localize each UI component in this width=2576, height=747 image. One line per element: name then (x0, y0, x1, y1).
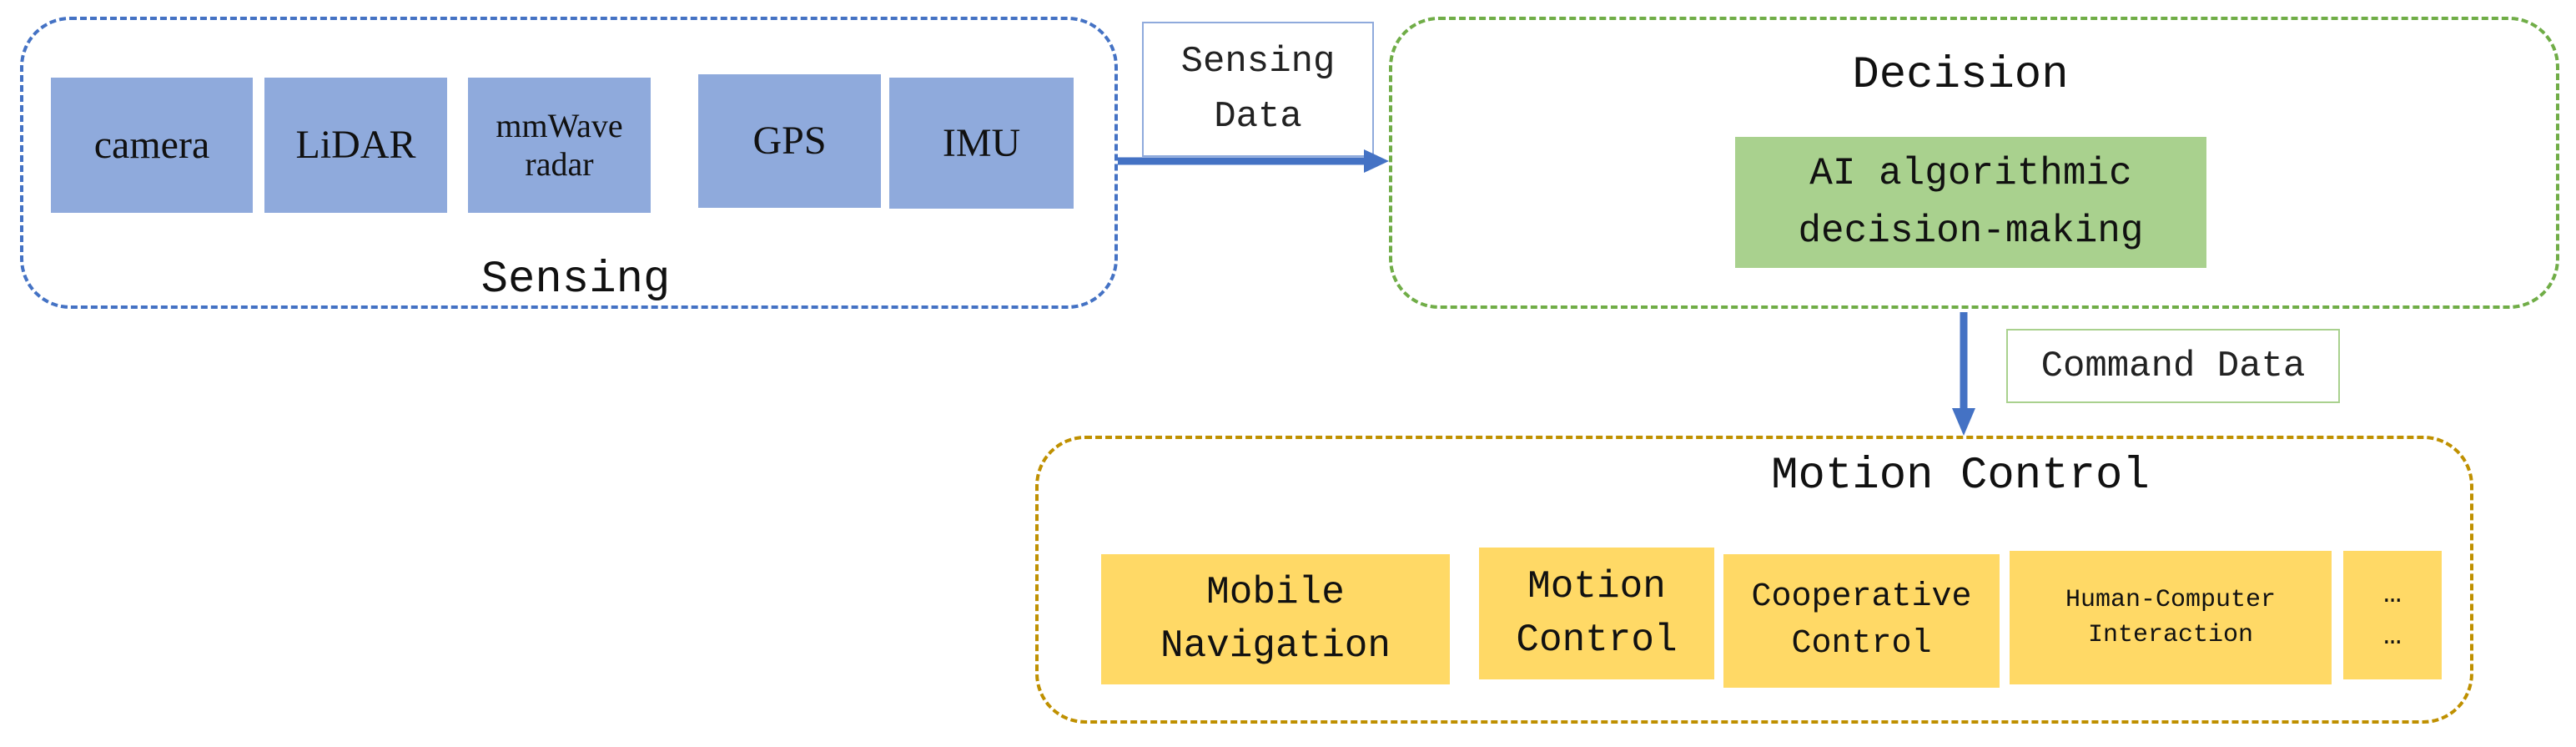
lidar-block: LiDAR (264, 78, 447, 213)
human-computer-interaction-block: Human-Computer Interaction (2010, 551, 2332, 684)
imu-block: IMU (889, 78, 1074, 209)
sensing-data-label: Sensing Data (1142, 22, 1374, 157)
sensing-group (20, 17, 1118, 309)
ai-decision-block: AI algorithmic decision-making (1735, 137, 2206, 268)
mmwave-radar-block: mmWave radar (468, 78, 651, 213)
decision-title: Decision (1852, 50, 2069, 101)
mobile-navigation-block: Mobile Navigation (1101, 554, 1450, 684)
command-data-label: Command Data (2006, 329, 2340, 403)
decision-group (1389, 17, 2559, 309)
sensing-to-decision-arrow (1118, 149, 1389, 173)
motion-control-block: Motion Control (1479, 548, 1714, 679)
decision-to-motion-arrow (1952, 312, 1975, 436)
motion-control-group (1035, 436, 2473, 724)
camera-block: camera (51, 78, 253, 213)
motion-control-title: Motion Control (1771, 451, 2150, 502)
sensing-title: Sensing (480, 255, 671, 305)
cooperative-control-block: Cooperative Control (1723, 554, 2000, 688)
more-block: … … (2343, 551, 2442, 679)
gps-block: GPS (698, 74, 881, 208)
